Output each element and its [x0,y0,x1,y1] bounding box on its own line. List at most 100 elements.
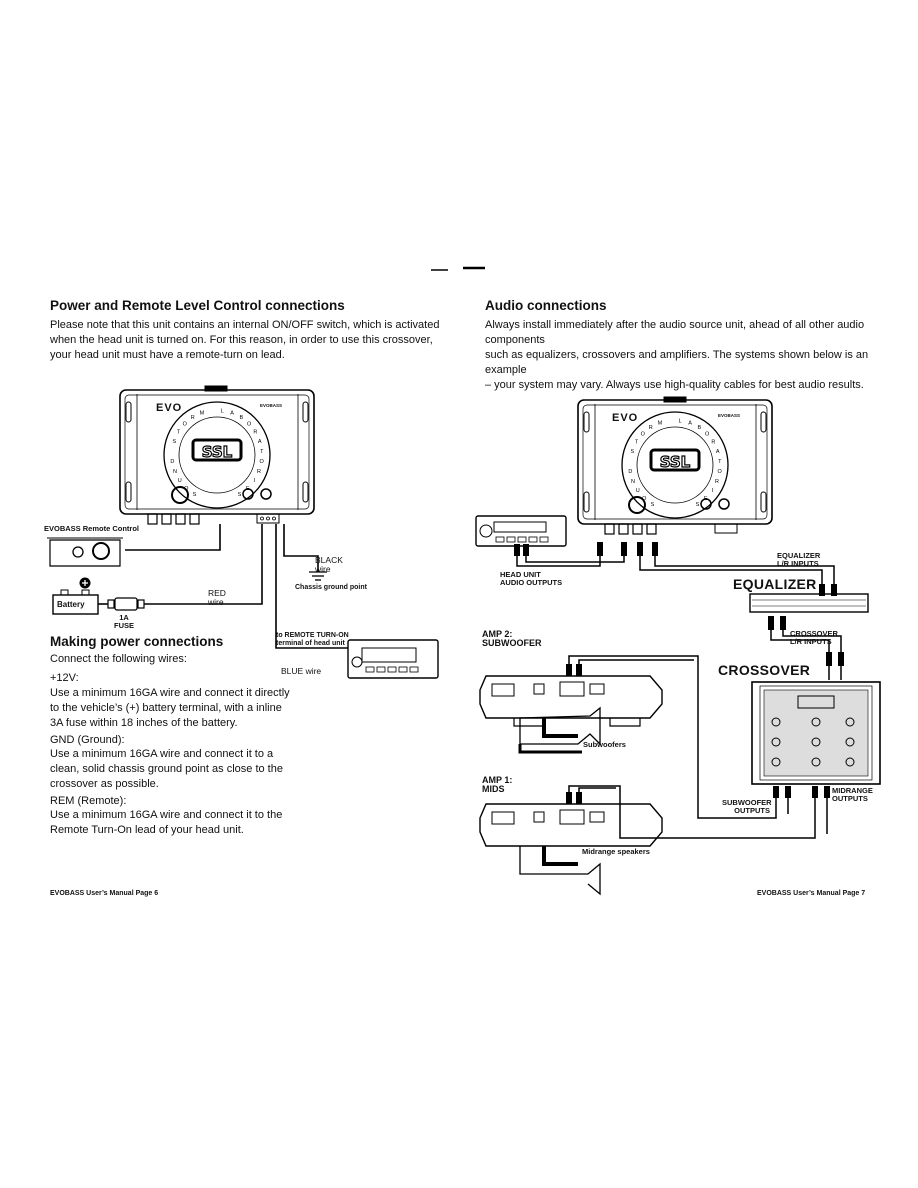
subwoofer-outputs-line: OUTPUTS [734,806,770,815]
footer-right: EVOBASS User’s Manual Page 7 [757,890,866,897]
subwoofer-outputs-line: SUBWOOFER [722,798,772,807]
midrange-speakers-label: Midrange speakers [582,847,650,856]
ring-letter: U [178,478,182,484]
ring-letter: I [712,488,714,494]
remote-control-label: EVOBASS Remote Control [44,524,140,533]
equalizer-unit [749,593,869,613]
red-wire-label: RED wire [208,589,226,607]
midrange-outputs-line: MIDRANGE [832,786,873,795]
remote-turn-on-line: to REMOTE TURN-ON [276,632,349,639]
ring-letter: D [170,459,174,465]
gnd-line: Use a minimum 16GA wire and connect it t… [50,748,274,760]
ring-letter: O [247,422,252,428]
ring-letter: E [704,496,708,502]
ring-letter: E [246,486,250,492]
ring-letter: N [631,479,635,485]
ring-letter: O [184,486,189,492]
ssl-logo-right: SSL [660,453,691,471]
head-unit-right [475,515,567,547]
intro-line: Please note that this unit contains an i… [50,319,440,331]
head-unit-left [347,639,439,679]
ring-letter: O [717,469,722,475]
ring-letter: S [696,502,700,508]
amp1-line: AMP 1: [482,775,513,785]
black-wire-line: wire [315,564,331,574]
black-wire-label: BLACK wire [315,556,343,574]
head-unit-outputs-line: AUDIO OUTPUTS [500,578,563,587]
making-power-title: Making power connections [50,634,224,649]
battery-label: Battery [57,600,85,609]
ring-letter: S [238,492,242,498]
ring-letter: T [260,449,264,455]
black-wire-line: BLACK [315,555,343,565]
gnd-text: Use a minimum 16GA wire and connect it t… [50,747,310,792]
crossover-inputs-line: CROSSOVER [790,629,838,638]
ring-letter: A [688,421,692,427]
ring-letter: D [628,469,632,475]
v12-title: +12V: [50,672,79,684]
ring-letter: R [253,430,257,436]
rem-text: Use a minimum 16GA wire and connect it t… [50,808,310,838]
equalizer-title: EQUALIZER [733,576,817,592]
v12-line: Use a minimum 16GA wire and connect it d… [50,687,290,699]
head-unit-outputs-label: HEAD UNIT AUDIO OUTPUTS [500,571,562,587]
battery [52,577,99,615]
audio-intro-line: such as equalizers, crossovers and ampli… [485,349,869,376]
evo-brand-right: EVO [612,412,639,424]
ring-letter: T [177,430,181,436]
red-wire-line: wire [208,597,224,607]
rem-line: Remote Turn-On lead of your head unit. [50,824,244,836]
ring-letter: T [718,459,722,465]
ring-letter: M [658,421,663,427]
midrange-outputs-label: MIDRANGE OUTPUTS [832,787,873,803]
ring-letter: U [636,488,640,494]
ring-letter: R [191,415,195,421]
connect-wires-text: Connect the following wires: [50,653,187,665]
amp2-subwoofer [479,675,663,754]
eq-inputs-line: EQUALIZER [777,551,821,560]
ring-letter: B [697,425,701,431]
evobass-unit-right [577,396,773,535]
evo-brand-left: EVO [156,402,183,414]
ring-letter: B [239,415,243,421]
ring-letter: A [716,449,720,455]
v12-line: to the vehicle’s (+) battery terminal, w… [50,702,282,714]
power-section-title: Power and Remote Level Control connectio… [50,298,345,313]
gnd-line: crossover as possible. [50,778,159,790]
amp2-line: AMP 2: [482,629,513,639]
audio-section-title: Audio connections [485,298,607,313]
blue-wire-label: BLUE wire [281,666,322,676]
amp2-line: SUBWOOFER [482,638,542,648]
ring-letter: A [230,411,234,417]
ring-letter: S [651,502,655,508]
ring-letter: O [642,496,647,502]
ring-letter: O [259,459,264,465]
audio-intro: Always install immediately after the aud… [485,318,885,393]
ring-letter: S [193,492,197,498]
eq-inputs-line: L/R INPUTS [777,559,819,568]
evo-model-left: EVOBASS [260,403,283,408]
rem-title: REM (Remote): [50,795,127,807]
rem-line: Use a minimum 16GA wire and connect it t… [50,809,283,821]
subwoofers-label: Subwoofers [583,740,626,749]
eq-inputs-label: EQUALIZER L/R INPUTS [777,552,820,568]
evobass-unit-left [119,385,315,525]
v12-line: 3A fuse within 18 inches of the battery. [50,717,238,729]
remote-turn-on-label: to REMOTE TURN-ON terminal of head unit [276,632,349,648]
remote-turn-on-line: terminal of head unit [276,640,345,647]
ring-letter: R [257,469,261,475]
head-unit-outputs-line: HEAD UNIT [500,570,541,579]
ring-letter: O [183,422,188,428]
v12-text: Use a minimum 16GA wire and connect it d… [50,686,310,731]
gnd-title: GND (Ground): [50,734,125,746]
midrange-outputs-line: OUTPUTS [832,794,868,803]
intro-line: your head unit must have a remote-turn o… [50,349,285,361]
ring-letter: O [705,432,710,438]
audio-intro-line: Always install immediately after the aud… [485,319,865,346]
ring-letter: L [221,408,224,414]
chassis-ground-label: Chassis ground point [295,584,367,591]
crossover-inputs-label: CROSSOVER L/R INPUTS [790,630,838,646]
crossover-inputs-line: L/R INPUTS [790,637,832,646]
ring-letter: R [711,440,715,446]
